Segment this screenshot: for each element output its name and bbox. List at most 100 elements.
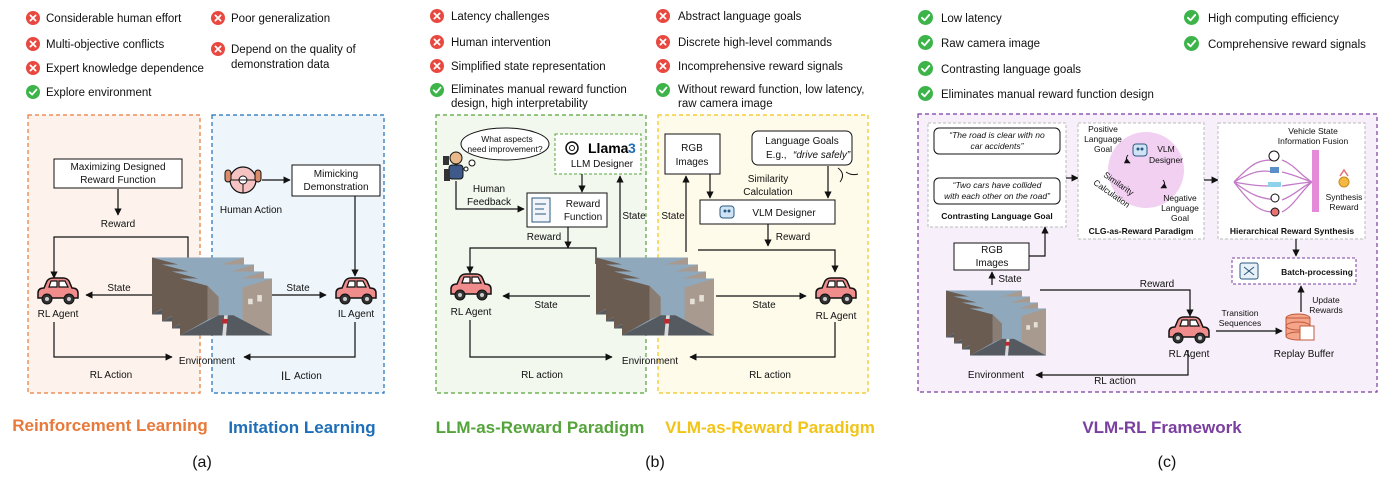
- panel-a-cons-right: Poor generalization Depend on the qualit…: [211, 11, 356, 71]
- state-label-vertical: State: [622, 211, 646, 222]
- check-icon: [918, 10, 933, 25]
- vlm-designer-label: Designer: [1149, 155, 1183, 165]
- mimicking-box: [291, 164, 381, 197]
- cross-icon: [430, 59, 444, 73]
- panel-c-pros-right: High computing efficiency Comprehensive …: [1184, 10, 1366, 51]
- environment-label: Environment: [179, 356, 235, 367]
- update-label: Rewards: [1309, 305, 1343, 315]
- vlm-rl-title: VLM-RL Framework: [1082, 418, 1242, 437]
- con-item: Poor generalization: [231, 13, 330, 25]
- pro-item: Explore environment: [46, 87, 152, 99]
- positive-goal-label: Goal: [1094, 144, 1112, 154]
- il-agent-label: IL Agent: [338, 309, 375, 320]
- negative-goal-text: with each other on the road”: [944, 191, 1051, 201]
- reward-fusion-graph: [1233, 150, 1319, 217]
- caption-a: (a): [192, 454, 212, 471]
- il-box: [211, 114, 385, 394]
- robot-icon: [1132, 143, 1148, 157]
- cross-icon: [656, 9, 670, 23]
- reward-function-label: Reward Function: [80, 175, 156, 186]
- rgb-images-label: RGB: [681, 143, 703, 154]
- pro-item: Contrasting language goals: [941, 64, 1081, 76]
- con-item: Incomprehensive reward signals: [678, 61, 843, 73]
- panel-c-pros-left: Low latency Raw camera image Contrasting…: [918, 10, 1154, 101]
- con-item: Abstract language goals: [678, 11, 802, 23]
- reward-function-box: [53, 158, 183, 189]
- hierarchical-title: Hierarchical Reward Synthesis: [1230, 226, 1355, 236]
- processor-icon: [1239, 262, 1259, 280]
- cross-icon: [211, 11, 225, 25]
- human-feedback-label: Feedback: [467, 197, 512, 208]
- transition-label: Transition: [1221, 308, 1258, 318]
- fusion-label: Information Fusion: [1278, 136, 1349, 146]
- negative-goal-label: Goal: [1171, 213, 1189, 223]
- caption-c: (c): [1158, 454, 1177, 471]
- panel-a: Considerable human effort Multi-objectiv…: [12, 11, 385, 471]
- con-item: Discrete high-level commands: [678, 37, 832, 49]
- rgb-images-label: Images: [676, 157, 709, 168]
- negative-goal-bubble: “Two cars have collided with each other …: [933, 177, 1061, 205]
- replay-buffer-label: Replay Buffer: [1274, 349, 1335, 360]
- road-icon: [1268, 182, 1281, 187]
- negative-goal-label: Language: [1161, 203, 1199, 213]
- pro-item: High computing efficiency: [1208, 13, 1339, 25]
- rl-agent-label: RL Agent: [1169, 349, 1210, 360]
- batch-processing-label: Batch-processing: [1281, 267, 1353, 277]
- check-icon: [918, 86, 933, 101]
- positive-goal-label: Language: [1084, 134, 1122, 144]
- panel-b-cons-right: Abstract language goals Discrete high-le…: [656, 9, 864, 110]
- environment-label: Environment: [622, 356, 678, 367]
- llama-name: Llama: [588, 140, 629, 156]
- vlm-paradigm-title: VLM-as-Reward Paradigm: [665, 418, 875, 437]
- reward-label: Reward: [527, 232, 561, 243]
- panel-a-cons-left: Considerable human effort Multi-objectiv…: [26, 11, 204, 99]
- il-action-suffix: Action: [294, 371, 322, 382]
- state-label-vertical: State: [661, 211, 685, 222]
- cross-icon: [26, 37, 40, 51]
- reward-function-label: Maximizing Designed: [70, 162, 165, 173]
- check-icon: [26, 85, 40, 99]
- check-icon: [918, 61, 933, 76]
- il-action-prefix: IL: [281, 371, 291, 383]
- fusion-label: Vehicle State: [1288, 126, 1338, 136]
- pro-item: Without reward function, low latency,: [678, 84, 864, 96]
- pro-item: Raw camera image: [941, 38, 1040, 50]
- rgb-images-label: Images: [976, 258, 1009, 269]
- state-label: State: [752, 300, 776, 311]
- camera-frame-image: [970, 308, 1046, 356]
- transition-label: Sequences: [1219, 318, 1262, 328]
- rl-action-label: RL action: [1094, 376, 1136, 387]
- con-item: Expert knowledge dependence: [46, 63, 204, 75]
- reward-label: Reward: [776, 232, 810, 243]
- con-item: demonstration data: [231, 59, 330, 71]
- code-file-icon: [531, 197, 551, 223]
- pro-item: raw camera image: [678, 98, 773, 110]
- human-action-label: Human Action: [220, 205, 282, 216]
- state-label: State: [998, 274, 1022, 285]
- cross-icon: [26, 11, 40, 25]
- vlm-designer-label: VLM: [1157, 144, 1174, 154]
- camera-frame-image: [622, 278, 714, 336]
- rl-agent-label: RL Agent: [816, 311, 857, 322]
- state-label: State: [286, 283, 310, 294]
- robot-icon: [719, 205, 735, 219]
- state-label: State: [534, 300, 558, 311]
- language-goals-prefix: E.g.,: [766, 150, 787, 161]
- pro-item: Eliminates manual reward function: [451, 84, 627, 96]
- caption-b: (b): [645, 454, 665, 471]
- con-item: Simplified state representation: [451, 61, 606, 73]
- negative-goal-label: Negative: [1163, 193, 1197, 203]
- positive-goal-bubble: “The road is clear with no car accidents…: [933, 127, 1061, 155]
- cross-icon: [430, 35, 444, 49]
- llm-paradigm-title: LLM-as-Reward Paradigm: [436, 418, 645, 437]
- location-icon: [1270, 207, 1280, 217]
- pro-item: Comprehensive reward signals: [1208, 39, 1366, 51]
- positive-goal-label: Positive: [1088, 124, 1118, 134]
- cross-icon: [656, 35, 670, 49]
- rl-agent-label: RL Agent: [451, 307, 492, 318]
- bubble-text: What aspects: [481, 134, 533, 144]
- check-icon: [430, 83, 444, 97]
- rl-action-label: RL action: [521, 370, 563, 381]
- steering-icon: [1270, 193, 1280, 203]
